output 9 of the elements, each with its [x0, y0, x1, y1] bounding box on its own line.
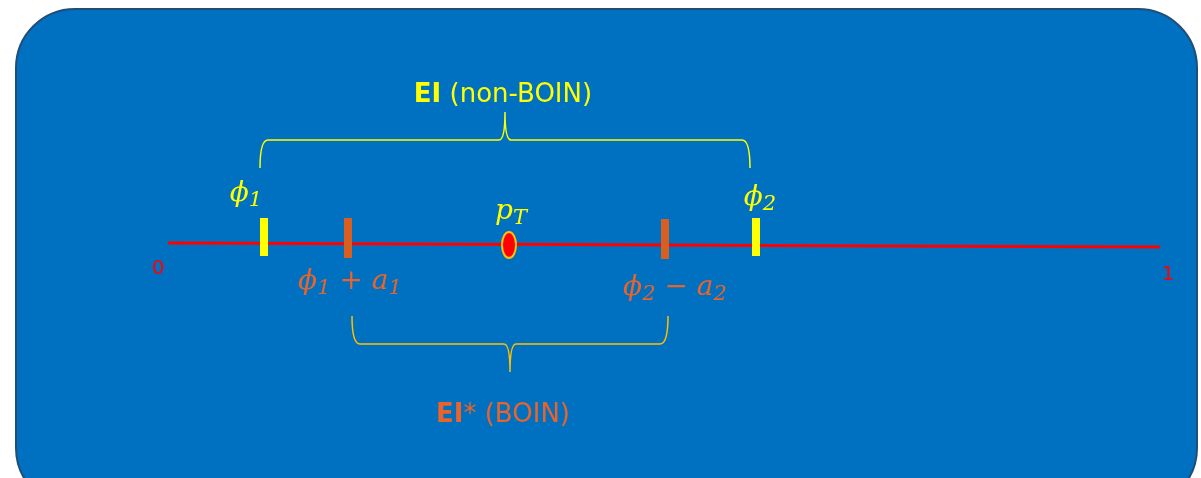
math-label: p$_{T}$ — [495, 196, 527, 224]
axis-number: 0 — [151, 257, 165, 277]
interval-label: EI* (BOIN) — [436, 400, 570, 426]
interval-label: EI (non-BOIN) — [413, 80, 593, 106]
axis-number: 1 — [1161, 263, 1175, 283]
math-label: ϕ$_{2}$ − a$_{2}$ — [623, 272, 727, 300]
math-label: ϕ$_{1}$ + a$_{1}$ — [298, 266, 402, 294]
math-label: ϕ$_{2}$ — [743, 182, 777, 210]
math-label: ϕ$_{1}$ — [229, 178, 263, 206]
